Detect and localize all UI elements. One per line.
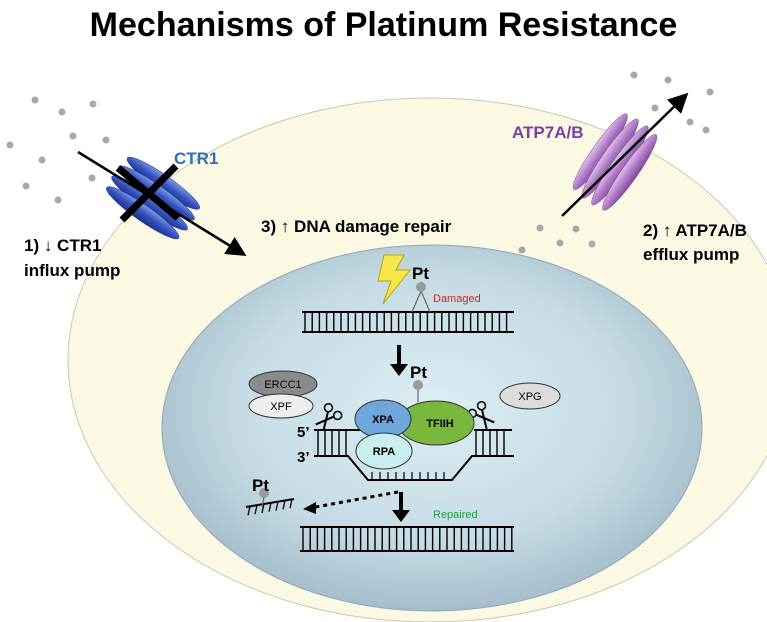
repair-dna [314,429,514,481]
platinum-particles-inside [518,224,596,254]
five-prime-label: 5’ [297,424,310,441]
repaired-dna [300,526,514,552]
ercc1-label: ERCC1 [264,379,301,391]
platinum-particles-outside-right [630,71,714,134]
excised-dna-fragment [245,498,295,516]
three-prime-label: 3’ [297,449,310,466]
platinum-particles-outside-left [6,96,110,204]
pt-label-complex: Pt [410,363,427,382]
xpg-label: XPG [518,391,541,403]
rpa-protein [355,432,413,470]
pt-label-excised: Pt [252,476,269,495]
platinum-adduct-excised [259,488,269,508]
excision-dotted-arrow [303,490,399,514]
pt-label-damaged: Pt [412,264,429,283]
mechanism-2-line-1: 2) ↑ ATP7A/B [643,221,747,240]
atp7ab-label: ATP7A/B [512,123,583,142]
atp7ab-efflux-arrow [561,92,689,217]
process-arrow-2 [392,492,410,522]
xpf-protein [248,393,314,419]
xpf-label: XPF [270,401,292,413]
lightning-icon [377,254,412,305]
figure-title: Mechanisms of Platinum Resistance [89,6,678,44]
platinum-adduct-complex [413,380,423,402]
mechanism-2-line-2: efflux pump [643,245,739,264]
xpa-label: XPA [372,414,394,426]
scissors-icon-left [315,402,343,432]
tfiih-label: TFIIH [426,418,454,430]
process-arrow-1 [390,345,408,376]
mechanism-1-line-2: influx pump [24,261,120,280]
ctr1-label: CTR1 [174,149,218,168]
atp7ab-transporter [572,113,658,211]
ctr1-blocked-x-icon [115,163,181,223]
platinum-adduct-damaged [411,282,431,313]
mechanism-1-line-1: 1) ↓ CTR1 [24,236,101,255]
mechanism-3-label: 3) ↑ DNA damage repair [261,217,452,236]
damaged-label: Damaged [433,293,481,305]
repaired-label: Repaired [433,509,478,521]
damaged-dna [302,311,514,333]
xpg-protein [499,382,561,410]
rpa-label: RPA [373,446,395,458]
